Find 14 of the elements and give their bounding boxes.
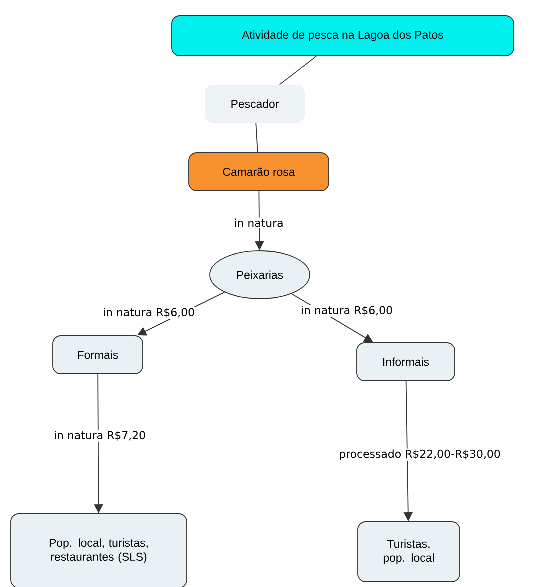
edge-label: processado R$22,00-R$30,00 bbox=[338, 448, 502, 462]
concept-box: Formais bbox=[52, 336, 144, 374]
concept-box: Pop. local, turistas, restaurantes (SLS) bbox=[10, 514, 188, 587]
concept-box: Pescador bbox=[205, 85, 305, 123]
connector-line bbox=[279, 56, 317, 86]
concept-box: Turistas, pop. local bbox=[358, 522, 460, 582]
concept-box: Informais bbox=[356, 342, 456, 382]
connector-line bbox=[256, 122, 258, 153]
edge-label: in natura R$6,00 bbox=[300, 305, 394, 317]
title-box: Atividade de pesca na Lagoa dos Patos bbox=[172, 16, 514, 56]
edge-label: in natura R$6,00 bbox=[102, 307, 196, 319]
edge-label: in natura bbox=[233, 218, 285, 228]
concept-box: Camarão rosa bbox=[188, 152, 330, 192]
edge-label: in natura R$7,20 bbox=[52, 430, 148, 442]
